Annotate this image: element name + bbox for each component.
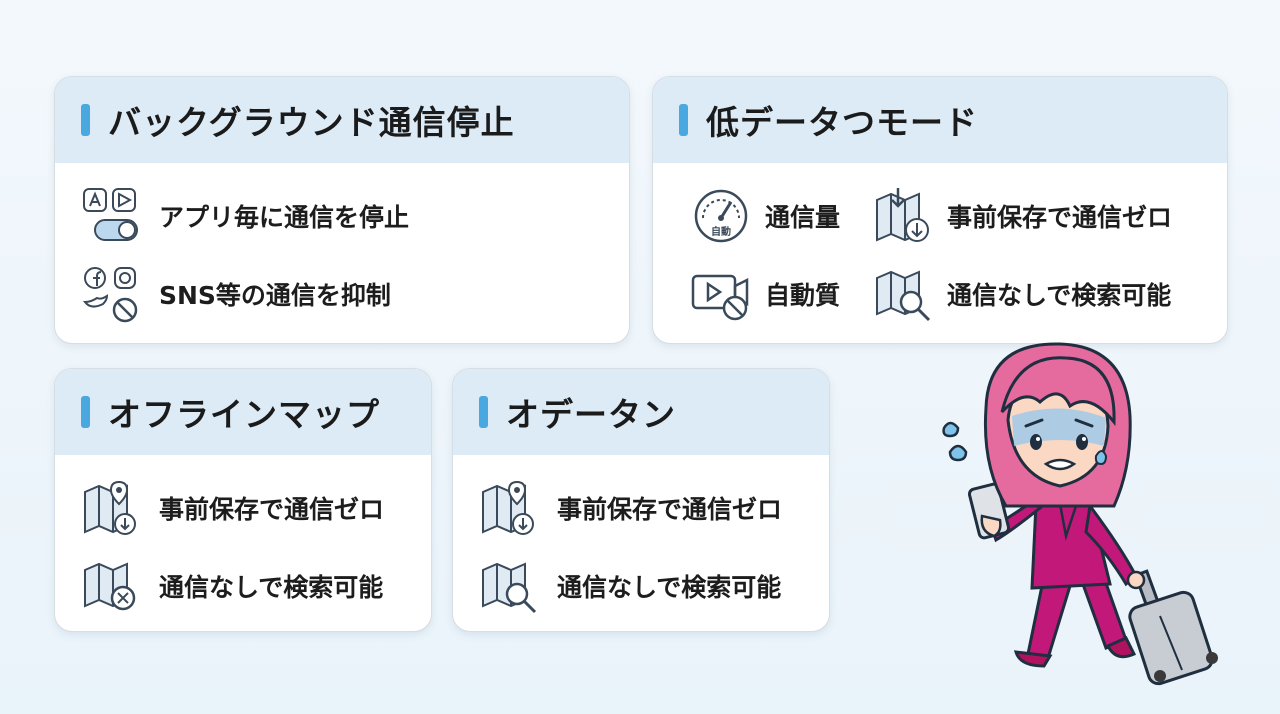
list-item: 通信なしで検索可能: [873, 255, 1201, 333]
item-label: 自動質: [765, 281, 841, 310]
card-offline-map: オフラインマップ 事前保存で通信ゼロ: [54, 368, 432, 632]
list-item: 自動 通信量: [691, 177, 873, 255]
item-label: アプリ毎に通信を停止: [159, 203, 410, 232]
map-pin-download-icon: [479, 478, 539, 538]
item-label: 通信なしで検索可能: [159, 573, 384, 602]
list-item: アプリ毎に通信を停止: [81, 177, 603, 255]
app-store-toggle-icon: [81, 186, 141, 246]
card-title: オフラインマップ: [108, 395, 380, 434]
list-item: 通信なしで検索可能: [479, 547, 803, 625]
card-title: バックグラウンド通信停止: [108, 103, 515, 142]
map-search-icon: [81, 556, 141, 616]
card-odatan: オデータン 事前保存で通信ゼロ: [452, 368, 830, 632]
card-header: オデータン: [453, 369, 829, 455]
map-pin-download-icon: [81, 478, 141, 538]
item-label: 通信なしで検索可能: [557, 573, 782, 602]
traveler-illustration: [920, 336, 1240, 696]
card-header: オフラインマップ: [55, 369, 431, 455]
gauge-label: 自動: [711, 225, 731, 238]
accent-bar: [81, 396, 90, 428]
speed-gauge-icon: 自動: [691, 186, 751, 246]
suitcase-icon: [1128, 569, 1218, 686]
card-header: バックグラウンド通信停止: [55, 77, 629, 163]
item-label: 事前保存で通信ゼロ: [159, 495, 385, 524]
list-item: 事前保存で通信ゼロ: [479, 469, 803, 547]
map-search-icon: [479, 556, 539, 616]
item-label: 事前保存で通信ゼロ: [947, 203, 1173, 232]
list-item: 自動質: [691, 255, 873, 333]
list-item: SNS等の通信を抑制: [81, 255, 603, 333]
item-label: 通信なしで検索可能: [947, 281, 1172, 310]
accent-bar: [479, 396, 488, 428]
card-header: 低データつモード: [653, 77, 1227, 163]
card-low-data-mode: 低データつモード 自動 通信量: [652, 76, 1228, 344]
map-download-icon: [873, 186, 933, 246]
map-search-icon: [873, 264, 933, 324]
sns-block-icon: [81, 264, 141, 324]
video-block-icon: [691, 264, 751, 324]
sweat-drops-icon: [942, 421, 968, 462]
item-label: 通信量: [765, 203, 841, 232]
card-title: オデータン: [506, 395, 676, 434]
card-title: 低データつモード: [706, 103, 978, 142]
accent-bar: [679, 104, 688, 136]
accent-bar: [81, 104, 90, 136]
list-item: 事前保存で通信ゼロ: [81, 469, 405, 547]
item-label: 事前保存で通信ゼロ: [557, 495, 783, 524]
item-label: SNS等の通信を抑制: [159, 281, 391, 310]
list-item: 通信なしで検索可能: [81, 547, 405, 625]
card-background-communication: バックグラウンド通信停止 アプリ毎に通信を停止: [54, 76, 630, 344]
list-item: 事前保存で通信ゼロ: [873, 177, 1201, 255]
